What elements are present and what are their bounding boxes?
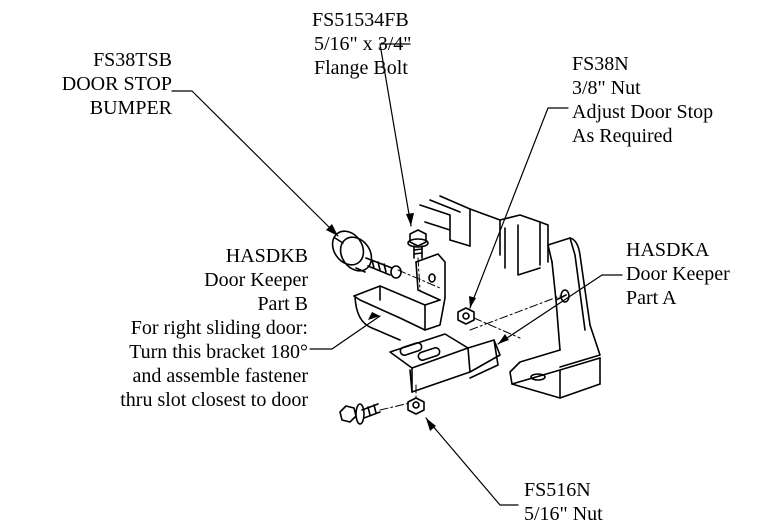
callout-line: 3/8" Nut: [572, 77, 641, 99]
callout-line: Part B: [257, 293, 308, 315]
callout-line: Part A: [626, 287, 677, 309]
callout-line: As Required: [572, 125, 673, 147]
callout-line: Adjust Door Stop: [572, 101, 714, 123]
nut-icon: [457, 307, 475, 325]
callout-line: For right sliding door:: [130, 317, 308, 339]
callout-line: HASDKA: [626, 239, 710, 261]
lower-nut-icon: [407, 397, 425, 415]
callout-line: FS38N: [572, 53, 629, 75]
callout-fs516n: FS516N 5/16" Nut: [524, 478, 603, 526]
callout-line: 5/16" x 3/4": [314, 33, 412, 55]
door-keeper-part-a-icon: [509, 237, 601, 399]
callout-line: HASDKB: [225, 245, 308, 267]
callout-fs38n: FS38N 3/8" Nut Adjust Door Stop As Requi…: [572, 52, 713, 148]
callout-line: FS516N: [524, 479, 591, 501]
callout-line: Door Keeper: [626, 263, 730, 285]
callout-line: Flange Bolt: [314, 57, 408, 79]
leader-arrowheads: [326, 213, 509, 431]
lower-flange-bolt-icon: [339, 403, 381, 425]
door-keeper-bracket-icon: [389, 333, 501, 393]
callout-line: BUMPER: [89, 97, 172, 119]
door-keeper-part-b-icon: [353, 253, 446, 341]
callout-line: thru slot closest to door: [120, 389, 308, 411]
callout-line: 5/16" Nut: [524, 503, 603, 525]
callout-line: DOOR STOP: [61, 73, 172, 95]
callout-line: Turn this bracket 180°: [129, 341, 308, 363]
callout-fs38tsb: FS38TSB DOOR STOP BUMPER: [20, 48, 172, 120]
callout-line: FS38TSB: [93, 49, 172, 71]
callout-hasdkb: HASDKB Door Keeper Part B For right slid…: [16, 244, 308, 412]
callout-line: and assemble fastener: [132, 365, 308, 387]
assembly-axis-lines: [379, 257, 561, 411]
door-stop-bumper-icon: [331, 230, 402, 279]
callout-fs51534fb: FS51534FB 5/16" x 3/4" Flange Bolt: [312, 8, 411, 80]
leader-lines: [171, 43, 623, 506]
flange-bolt-icon: [407, 229, 429, 259]
callout-line: Door Keeper: [204, 269, 308, 291]
callout-line: FS51534FB: [312, 9, 409, 31]
door-frame-icon: [419, 195, 549, 276]
callout-hasdka: HASDKA Door Keeper Part A: [626, 238, 730, 310]
